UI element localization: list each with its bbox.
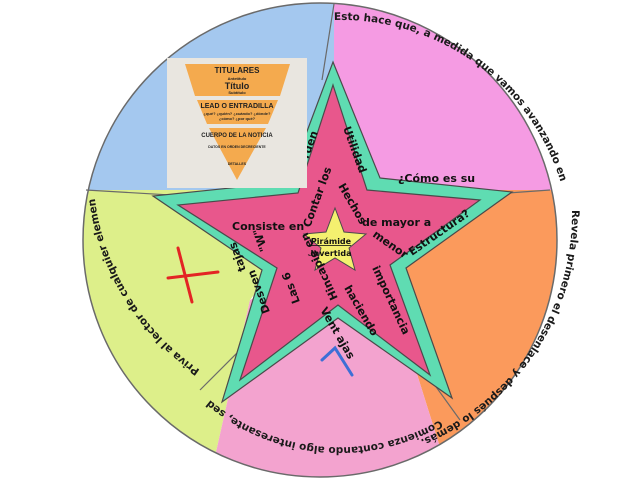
label-consiste: Consiste en [232, 220, 304, 233]
inset-band-titulares [185, 64, 290, 96]
inset-datos: DATOS EN ORDEN DECRECIENTE [208, 145, 266, 149]
label-mayor: de mayor a [362, 216, 431, 229]
inset-cuerpo: CUERPO DE LA NOTICIA [201, 133, 273, 139]
inset-subtitulo: Subtítulo [228, 90, 246, 95]
center-label-2: Invertida [311, 249, 352, 258]
outer-circle [82, 2, 558, 478]
inset-lead-questions-2: ¿cómo? ¿por qué? [219, 116, 256, 121]
inset-titulares: TITULARES [215, 66, 261, 75]
label-como-es: ¿Cómo es su [398, 172, 475, 185]
star-center-yellow [302, 206, 368, 272]
inset-titulo: Título [225, 81, 250, 91]
blue-check-mark [320, 345, 354, 377]
center-label-1: Pirámide [311, 237, 352, 246]
red-cross-mark [166, 246, 220, 304]
segment-top-right [334, 3, 557, 190]
inverted-pyramid-inset: TITULARES Antetítulo Título Subtítulo LE… [167, 58, 307, 188]
inset-antetitulo: Antetítulo [228, 76, 247, 81]
inset-lead-questions-1: ¿qué? ¿quién? ¿cuándo? ¿dónde? [204, 111, 271, 116]
inset-band-lead [197, 100, 278, 124]
inset-band-cuerpo [209, 128, 266, 180]
inset-detalles: DETALLES [228, 162, 247, 166]
inset-lead: LEAD O ENTRADILLA [200, 103, 273, 110]
